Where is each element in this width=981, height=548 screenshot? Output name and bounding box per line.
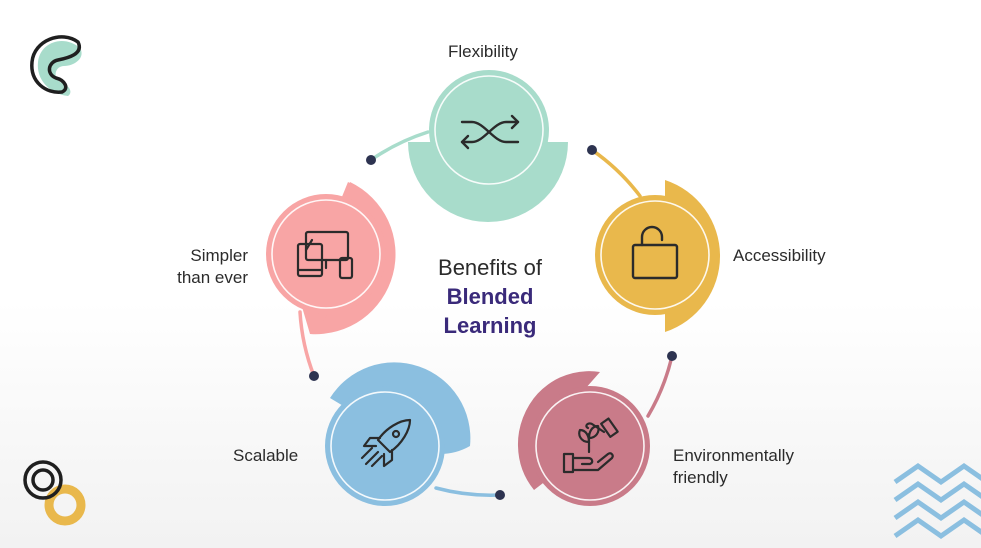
benefit-label-scalable: Scalable	[233, 446, 299, 465]
connector-dot	[667, 351, 677, 361]
connector-dot	[309, 371, 319, 381]
benefit-environment	[517, 371, 650, 506]
benefit-accessibility-circle	[595, 195, 715, 315]
unlock-icon	[631, 225, 679, 280]
benefit-label-environment: Environmentally friendly	[673, 445, 794, 489]
rocket-icon	[360, 418, 412, 468]
decor-zigzag	[893, 462, 981, 540]
benefit-scalable	[325, 362, 471, 506]
center-title-line1: Benefits of	[438, 255, 542, 280]
benefit-simpler	[266, 182, 396, 335]
benefit-label-environment-line1: Environmentally	[673, 446, 794, 465]
connector-dots	[309, 145, 677, 500]
benefit-flexibility-circle	[429, 70, 549, 190]
connector-arc-flexibility-accessibility	[590, 148, 642, 198]
benefit-label-simpler: Simpler than ever	[160, 245, 248, 289]
hand-plant-icon	[562, 417, 619, 474]
benefit-label-simpler-line1: Simpler	[190, 246, 248, 265]
benefit-label-environment-line2: friendly	[673, 468, 728, 487]
connector-dot	[587, 145, 597, 155]
benefit-label-accessibility: Accessibility	[733, 246, 826, 265]
connector-arc-environment-scalable	[434, 486, 502, 497]
benefit-accessibility	[595, 180, 721, 332]
benefit-simpler-circle	[266, 194, 386, 314]
connector-dot	[366, 155, 376, 165]
benefit-label-flexibility: Flexibility	[448, 42, 518, 61]
connector-dot	[495, 490, 505, 500]
decor-rings	[23, 460, 86, 526]
shuffle-icon	[460, 114, 520, 150]
connector-arc-accessibility-environment	[646, 354, 674, 418]
devices-icon	[296, 230, 354, 280]
center-title-line2: Blended	[446, 284, 534, 309]
benefit-label-simpler-line2: than ever	[177, 268, 248, 287]
center-title-line3: Learning	[443, 313, 537, 338]
benefit-flexibility	[408, 70, 568, 222]
center-title: Benefits of Blended Learning	[400, 253, 580, 340]
decor-c-shape	[30, 35, 82, 96]
